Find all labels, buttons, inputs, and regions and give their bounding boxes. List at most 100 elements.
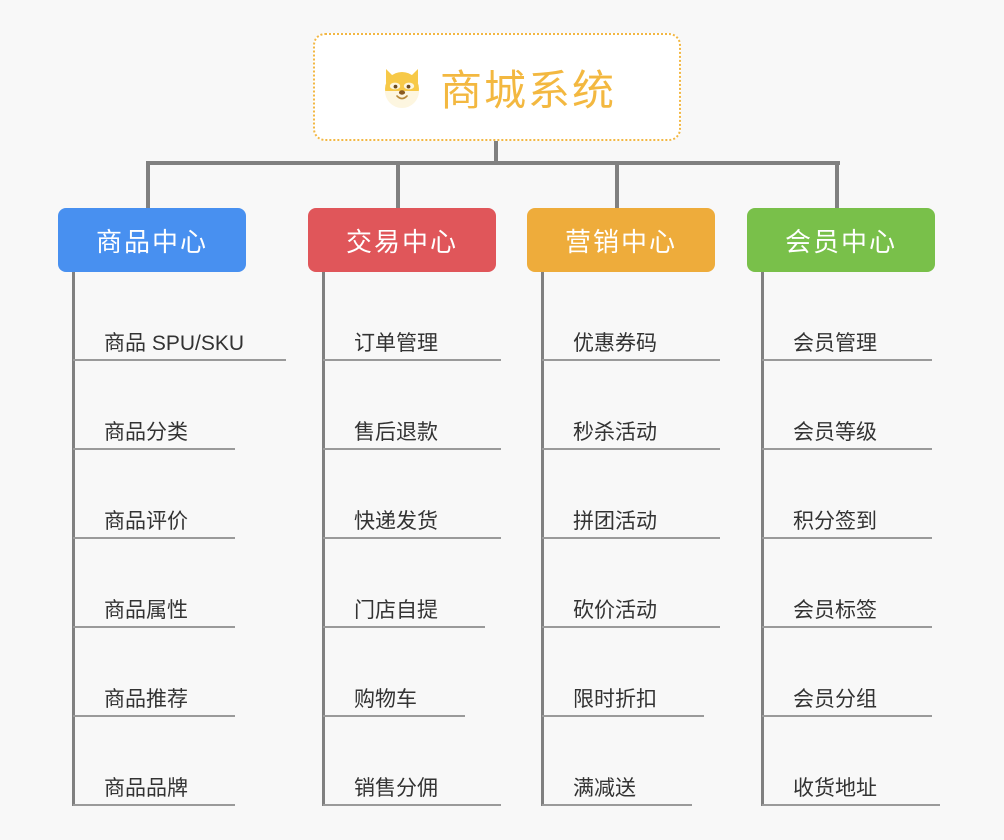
leaf-item[interactable]: 砍价活动 <box>527 539 720 628</box>
leaf-item-label: 销售分佣 <box>354 776 438 800</box>
leaf-item-label: 拼团活动 <box>573 509 657 533</box>
leaf-item[interactable]: 订单管理 <box>308 272 501 361</box>
leaf-item[interactable]: 会员等级 <box>747 361 935 450</box>
leaf-item[interactable]: 门店自提 <box>308 539 496 628</box>
leaf-item[interactable]: 商品推荐 <box>58 628 246 717</box>
leaf-item-label: 会员管理 <box>793 331 877 355</box>
leaf-item[interactable]: 售后退款 <box>308 361 501 450</box>
branch-column: 交易中心订单管理售后退款快递发货门店自提购物车销售分佣 <box>308 161 501 806</box>
leaf-item[interactable]: 商品 SPU/SKU <box>58 272 286 361</box>
connector-branch-drop <box>835 161 839 208</box>
leaf-item-underline <box>73 537 235 539</box>
branch-children: 会员管理会员等级积分签到会员标签会员分组收货地址 <box>747 272 940 806</box>
leaf-item[interactable]: 优惠券码 <box>527 272 720 361</box>
leaf-item-label: 会员标签 <box>793 598 877 622</box>
branch-node-label: 交易中心 <box>345 226 458 257</box>
leaf-item-underline <box>323 626 485 628</box>
shiba-dog-face-icon <box>378 63 426 111</box>
connector-branch-spine <box>322 272 325 806</box>
leaf-item[interactable]: 会员分组 <box>747 628 935 717</box>
leaf-item-underline <box>762 448 932 450</box>
leaf-item-label: 会员分组 <box>793 687 877 711</box>
connector-branch-spine <box>541 272 544 806</box>
leaf-item-label: 满减送 <box>573 776 636 800</box>
leaf-item-underline <box>542 537 720 539</box>
leaf-item-underline <box>323 804 501 806</box>
leaf-item-underline <box>762 359 932 361</box>
leaf-item-underline <box>323 537 501 539</box>
leaf-item-underline <box>73 359 286 361</box>
leaf-item-underline <box>542 359 720 361</box>
leaf-item-label: 购物车 <box>354 687 417 711</box>
connector-horizontal-bus <box>150 161 840 165</box>
leaf-item-underline <box>73 715 235 717</box>
leaf-item[interactable]: 满减送 <box>527 717 715 806</box>
leaf-item-label: 商品推荐 <box>104 687 188 711</box>
leaf-item-underline <box>323 448 501 450</box>
leaf-item[interactable]: 商品品牌 <box>58 717 246 806</box>
leaf-item-label: 售后退款 <box>354 420 438 444</box>
leaf-item[interactable]: 收货地址 <box>747 717 940 806</box>
branch-column: 商品中心商品 SPU/SKU 商品分类商品评价商品属性商品推荐商品品牌 <box>58 161 286 806</box>
branch-column: 营销中心优惠券码秒杀活动拼团活动砍价活动限时折扣满减送 <box>527 161 720 806</box>
leaf-item[interactable]: 积分签到 <box>747 450 935 539</box>
leaf-item[interactable]: 限时折扣 <box>527 628 715 717</box>
leaf-item-label: 商品属性 <box>104 598 188 622</box>
leaf-item-underline <box>762 804 940 806</box>
leaf-item-underline <box>762 626 932 628</box>
leaf-item[interactable]: 快递发货 <box>308 450 501 539</box>
branch-node-label: 营销中心 <box>564 226 677 257</box>
leaf-item-underline <box>73 626 235 628</box>
branch-children: 订单管理售后退款快递发货门店自提购物车销售分佣 <box>308 272 501 806</box>
leaf-item[interactable]: 会员标签 <box>747 539 935 628</box>
leaf-item-underline <box>542 804 692 806</box>
leaf-item-underline <box>762 715 932 717</box>
connector-branch-spine <box>761 272 764 806</box>
connector-branch-drop <box>146 161 150 208</box>
leaf-item[interactable]: 商品属性 <box>58 539 246 628</box>
leaf-item[interactable]: 拼团活动 <box>527 450 720 539</box>
leaf-item-label: 砍价活动 <box>573 598 657 622</box>
branch-node-label: 会员中心 <box>784 226 897 257</box>
leaf-item[interactable]: 秒杀活动 <box>527 361 720 450</box>
leaf-item[interactable]: 会员管理 <box>747 272 935 361</box>
branch-children: 商品 SPU/SKU 商品分类商品评价商品属性商品推荐商品品牌 <box>58 272 286 806</box>
leaf-item-label: 优惠券码 <box>573 331 657 355</box>
branch-node-4[interactable]: 会员中心 <box>747 208 935 272</box>
leaf-item-label: 快递发货 <box>354 509 438 533</box>
root-node-title: 商城系统 <box>439 66 616 114</box>
branch-children: 优惠券码秒杀活动拼团活动砍价活动限时折扣满减送 <box>527 272 720 806</box>
leaf-item-label: 商品 SPU/SKU <box>104 331 245 355</box>
leaf-item-label: 门店自提 <box>354 598 438 622</box>
connector-root-stem <box>494 141 498 165</box>
leaf-item-underline <box>542 626 720 628</box>
branch-node-1[interactable]: 商品中心 <box>58 208 246 272</box>
leaf-item[interactable]: 商品评价 <box>58 450 246 539</box>
leaf-item-label: 商品分类 <box>104 420 188 444</box>
branch-column: 会员中心会员管理会员等级积分签到会员标签会员分组收货地址 <box>747 161 940 806</box>
root-node-card[interactable]: 商城系统 <box>313 33 681 141</box>
leaf-item-underline <box>542 448 720 450</box>
leaf-item[interactable]: 商品分类 <box>58 361 246 450</box>
leaf-item-label: 收货地址 <box>793 776 877 800</box>
leaf-item-underline <box>542 715 704 717</box>
leaf-item-label: 商品品牌 <box>104 776 188 800</box>
connector-branch-spine <box>72 272 75 806</box>
leaf-item-label: 会员等级 <box>793 420 877 444</box>
connector-branch-drop <box>396 161 400 208</box>
branch-node-3[interactable]: 营销中心 <box>527 208 715 272</box>
branch-node-label: 商品中心 <box>95 226 208 257</box>
leaf-item-label: 限时折扣 <box>573 687 657 711</box>
leaf-item-underline <box>73 448 235 450</box>
leaf-item[interactable]: 购物车 <box>308 628 496 717</box>
leaf-item-label: 商品评价 <box>104 509 188 533</box>
connector-branch-drop <box>615 161 619 208</box>
leaf-item-underline <box>323 715 465 717</box>
branch-node-2[interactable]: 交易中心 <box>308 208 496 272</box>
leaf-item-label: 积分签到 <box>793 509 877 533</box>
leaf-item-underline <box>323 359 501 361</box>
leaf-item[interactable]: 销售分佣 <box>308 717 501 806</box>
leaf-item-underline <box>762 537 932 539</box>
leaf-item-label: 订单管理 <box>354 331 438 355</box>
